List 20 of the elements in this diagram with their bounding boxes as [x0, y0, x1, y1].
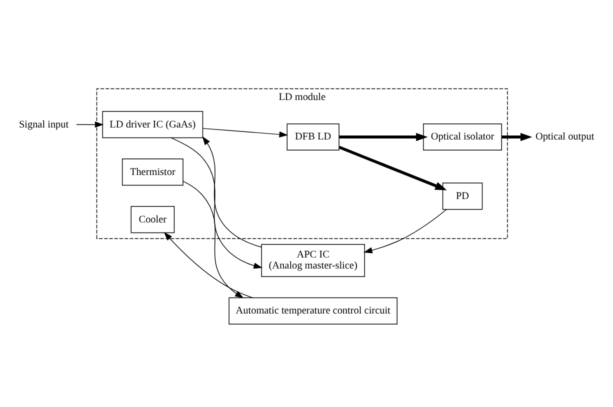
node-text: Optical output: [535, 132, 594, 143]
node-box: LD driver IC (GaAs): [102, 111, 204, 138]
arrow: [502, 132, 532, 142]
node-text: Signal input: [18, 119, 69, 130]
node-box: APC IC (Analog master-slice): [261, 244, 365, 277]
node-box: PD: [442, 182, 483, 210]
node-box: DFB LD: [286, 123, 340, 151]
arrow: [164, 232, 253, 298]
arrow: [202, 128, 288, 138]
arrow: [182, 180, 244, 298]
arrow: [170, 137, 262, 269]
arrow: [364, 209, 447, 254]
arrow: [76, 122, 104, 128]
node-box: Automatic temperature control circuit: [228, 297, 398, 324]
arrow: [338, 146, 447, 190]
node-box: Optical isolator: [423, 123, 502, 151]
node-box: Thermistor: [122, 158, 184, 186]
node-box: Cooler: [130, 206, 175, 234]
arrow: [202, 136, 262, 248]
arrow: [339, 132, 428, 142]
